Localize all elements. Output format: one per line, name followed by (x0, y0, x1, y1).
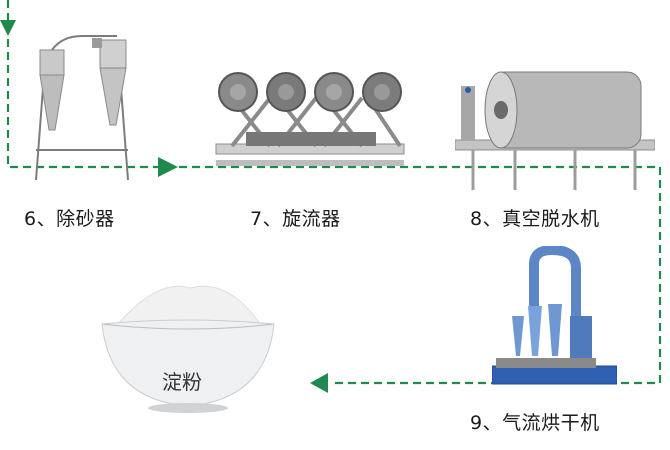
arrow-right-icon (158, 157, 178, 177)
step-6-label: 6、除砂器 (24, 208, 115, 230)
starch-bowl-icon (101, 285, 275, 413)
product-label: 淀粉 (162, 370, 202, 394)
hydrocyclone-icon (215, 72, 405, 166)
arrow-down-icon (0, 20, 16, 36)
step-8-label: 8、真空脱水机 (470, 208, 600, 230)
step-7-label: 7、旋流器 (250, 208, 341, 230)
desander-icon (35, 35, 129, 181)
step-9-label: 9、气流烘干机 (470, 412, 600, 434)
airflow-dryer-icon (492, 246, 617, 385)
arrow-left-icon (310, 373, 328, 393)
vacuum-dehydrator-icon (455, 71, 655, 190)
